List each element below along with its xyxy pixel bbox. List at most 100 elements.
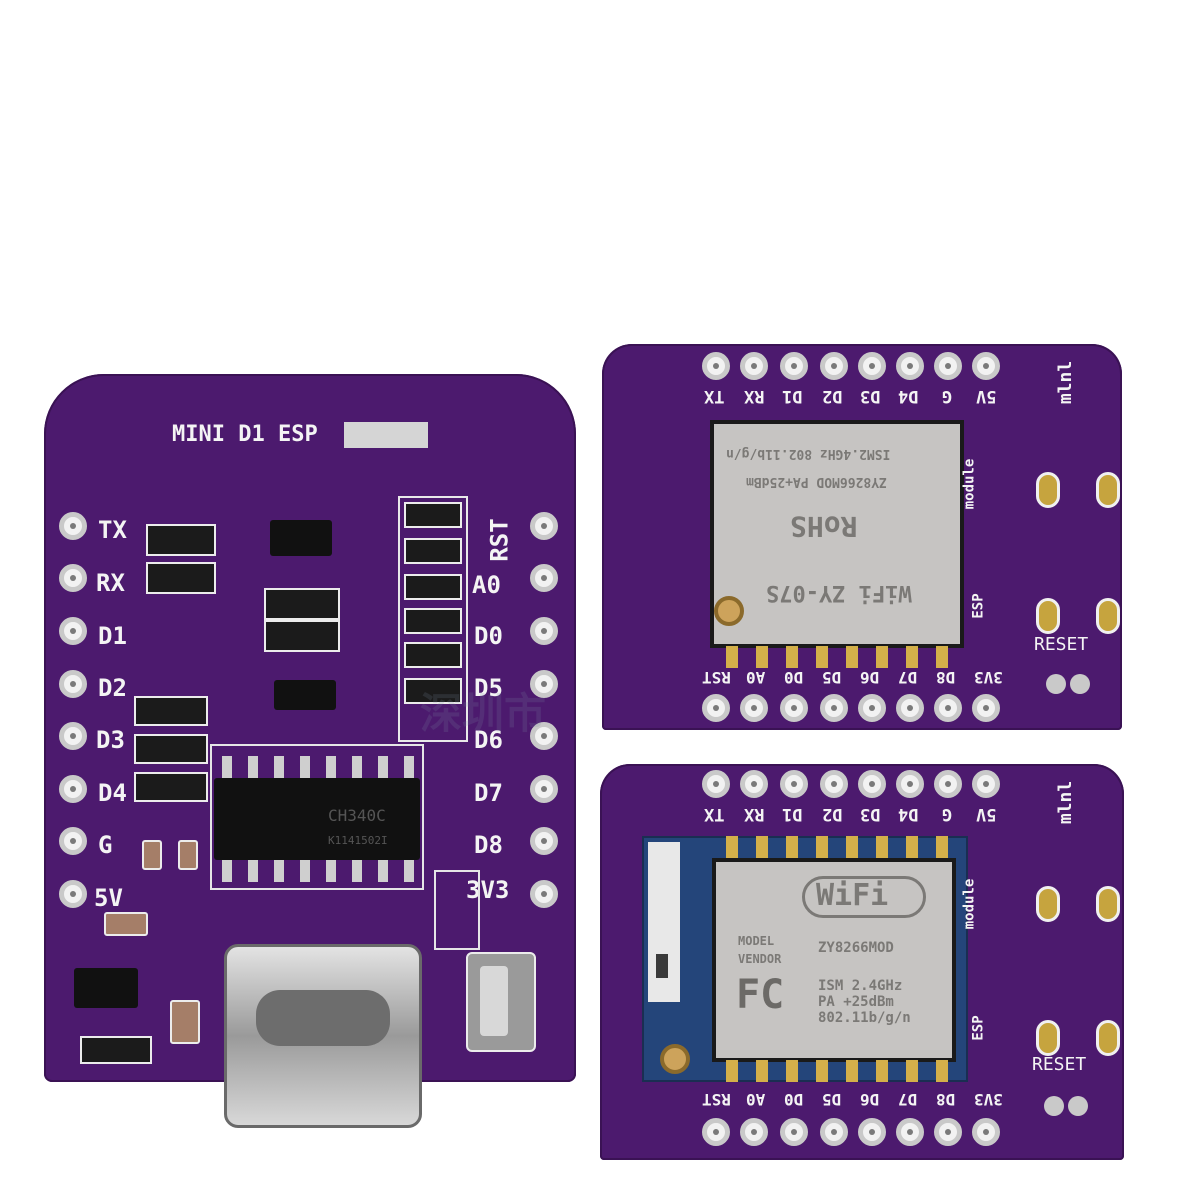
voltage-regulator <box>270 520 332 556</box>
model-number: ZY8266MOD <box>818 940 894 956</box>
pin-label-d3: D3 <box>96 726 125 754</box>
module-label: module <box>961 878 978 930</box>
pin-hole <box>702 694 730 722</box>
regulator-4b2k <box>74 968 138 1008</box>
module-label: module <box>961 458 978 510</box>
pin-hole <box>934 352 962 380</box>
pin-label-d7: D7 <box>898 668 918 687</box>
pin-hole <box>740 694 768 722</box>
usb-pad <box>1096 1020 1120 1056</box>
pin-hole <box>530 617 558 645</box>
pin-hole <box>530 880 558 908</box>
pin-hole <box>934 1118 962 1146</box>
pin-label-a0: A0 <box>746 668 766 687</box>
pin-label-d4: D4 <box>898 804 919 824</box>
pin-hole <box>59 512 87 540</box>
usb-pad <box>1036 886 1060 922</box>
pin-label-a0: A0 <box>472 571 501 599</box>
pin-label-g: G <box>942 386 953 406</box>
shield-text: ISM2.4GHz 802.11b/g/n <box>726 446 891 461</box>
pin-hole <box>59 670 87 698</box>
pin-hole <box>896 352 924 380</box>
pin-label-d1: D1 <box>782 804 803 824</box>
pin-label-d2: D2 <box>98 674 127 702</box>
pin-hole <box>896 1118 924 1146</box>
module-antenna-gap <box>656 954 668 978</box>
usb-pad <box>1036 1020 1060 1056</box>
pin-hole <box>972 1118 1000 1146</box>
pin-hole <box>896 694 924 722</box>
module-antenna-trace <box>648 842 680 1002</box>
pin-hole <box>530 775 558 803</box>
pin-hole <box>780 694 808 722</box>
shield-text: WiFi ZY-07S <box>766 580 912 605</box>
ch340c-chip <box>214 778 420 860</box>
resistor <box>404 642 462 668</box>
reset-button-cap <box>480 966 508 1036</box>
usb-pad <box>1096 886 1120 922</box>
resistor <box>264 588 340 620</box>
pin-label-d8: D8 <box>936 1090 956 1109</box>
pin-label-rx: RX <box>744 386 765 406</box>
pin-label-d4: D4 <box>898 386 919 406</box>
pin-hole <box>858 694 886 722</box>
pin-label-d1: D1 <box>782 386 803 406</box>
pin-hole <box>934 770 962 798</box>
pin-hole <box>59 617 87 645</box>
board1-title-patch <box>344 422 428 448</box>
board1-title: MINI D1 ESP <box>172 422 318 447</box>
chip-marking: CH340C <box>328 806 386 825</box>
pin-label-d2: D2 <box>822 804 843 824</box>
pin-hole <box>972 352 1000 380</box>
esp-label: ESP <box>970 593 987 619</box>
capacitor <box>178 840 198 870</box>
ipex-antenna-connector <box>660 1044 690 1074</box>
smd-array <box>434 870 480 950</box>
pin-label-3v3: 3V3 <box>974 1090 1003 1109</box>
pin-hole <box>972 770 1000 798</box>
pin-hole <box>820 1118 848 1146</box>
resistor <box>404 678 462 704</box>
usb-c-opening <box>256 990 390 1046</box>
reset-label: RESET <box>1032 1054 1087 1075</box>
pin-label-d5: D5 <box>822 1090 842 1109</box>
reset-contact[interactable] <box>1068 1096 1088 1116</box>
pin-hole <box>820 770 848 798</box>
reset-contact[interactable] <box>1070 674 1090 694</box>
reset-contact[interactable] <box>1044 1096 1064 1116</box>
ch340c-chip-outline <box>210 744 424 890</box>
reset-label: RESET <box>1034 634 1089 655</box>
spec-line: ISM 2.4GHz <box>818 978 903 994</box>
pin-label-tx: TX <box>704 386 725 406</box>
pin-label-a0: A0 <box>746 1090 766 1109</box>
pin-hole <box>740 1118 768 1146</box>
spec-line: 802.11b/g/n <box>818 1010 911 1026</box>
pin-label-rx: RX <box>96 569 125 597</box>
pin-label-g: G <box>942 804 953 824</box>
usb-pad <box>1036 598 1060 634</box>
spec-line: PA +25dBm <box>818 994 894 1010</box>
pin-label-rst: RST <box>485 518 514 562</box>
wifi-logo: WiFi <box>816 878 889 913</box>
diode <box>80 1036 152 1064</box>
resistor <box>134 772 208 802</box>
capacitor <box>142 840 162 870</box>
shield-text: RoHS <box>790 510 858 543</box>
capacitor <box>104 912 148 936</box>
pin-hole <box>530 670 558 698</box>
resistor <box>404 608 462 634</box>
model-label: MODEL <box>738 934 775 948</box>
pin-label-tx: TX <box>704 804 725 824</box>
resistor <box>134 734 208 764</box>
side-label: mlnl <box>1055 780 1077 825</box>
resistor <box>134 696 208 726</box>
pin-hole <box>530 827 558 855</box>
resistor <box>404 538 462 564</box>
pin-hole <box>702 1118 730 1146</box>
pin-hole <box>59 722 87 750</box>
pin-hole <box>702 352 730 380</box>
pin-hole <box>858 352 886 380</box>
resistor <box>146 562 216 594</box>
pin-label-d4: D4 <box>98 779 127 807</box>
reset-contact[interactable] <box>1046 674 1066 694</box>
